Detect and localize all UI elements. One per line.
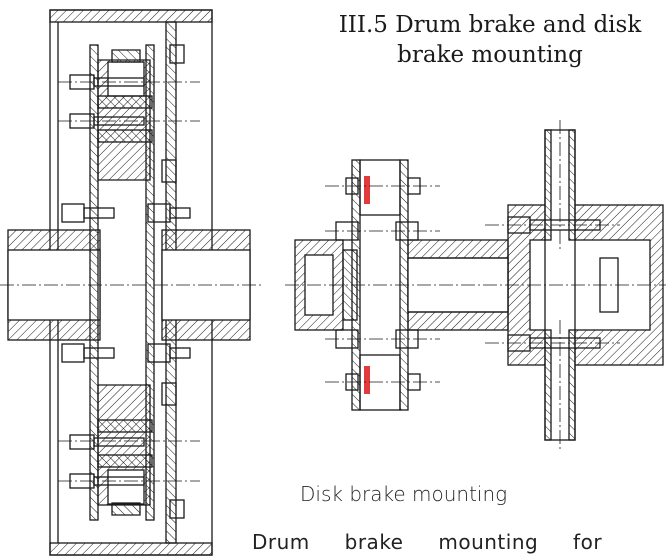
brake-pad-bottom [364, 366, 370, 394]
left-disc [89, 44, 99, 521]
drum-brake-drawing [0, 9, 262, 556]
figure-caption: Disk brake mounting [300, 482, 508, 506]
drum-bottom-flange [49, 542, 213, 556]
section-heading: III.5 Drum brake and disk brake mounting [300, 10, 666, 70]
drum-top-flange [49, 9, 213, 23]
right-disc [145, 44, 155, 521]
body-paragraph: Drum brake mounting for [252, 530, 603, 554]
heading-line-1: III.5 Drum brake and disk [338, 12, 642, 38]
brake-pad-top [364, 176, 370, 204]
heading-line-2: brake mounting [397, 42, 583, 68]
disk-brake-drawing [285, 120, 666, 450]
